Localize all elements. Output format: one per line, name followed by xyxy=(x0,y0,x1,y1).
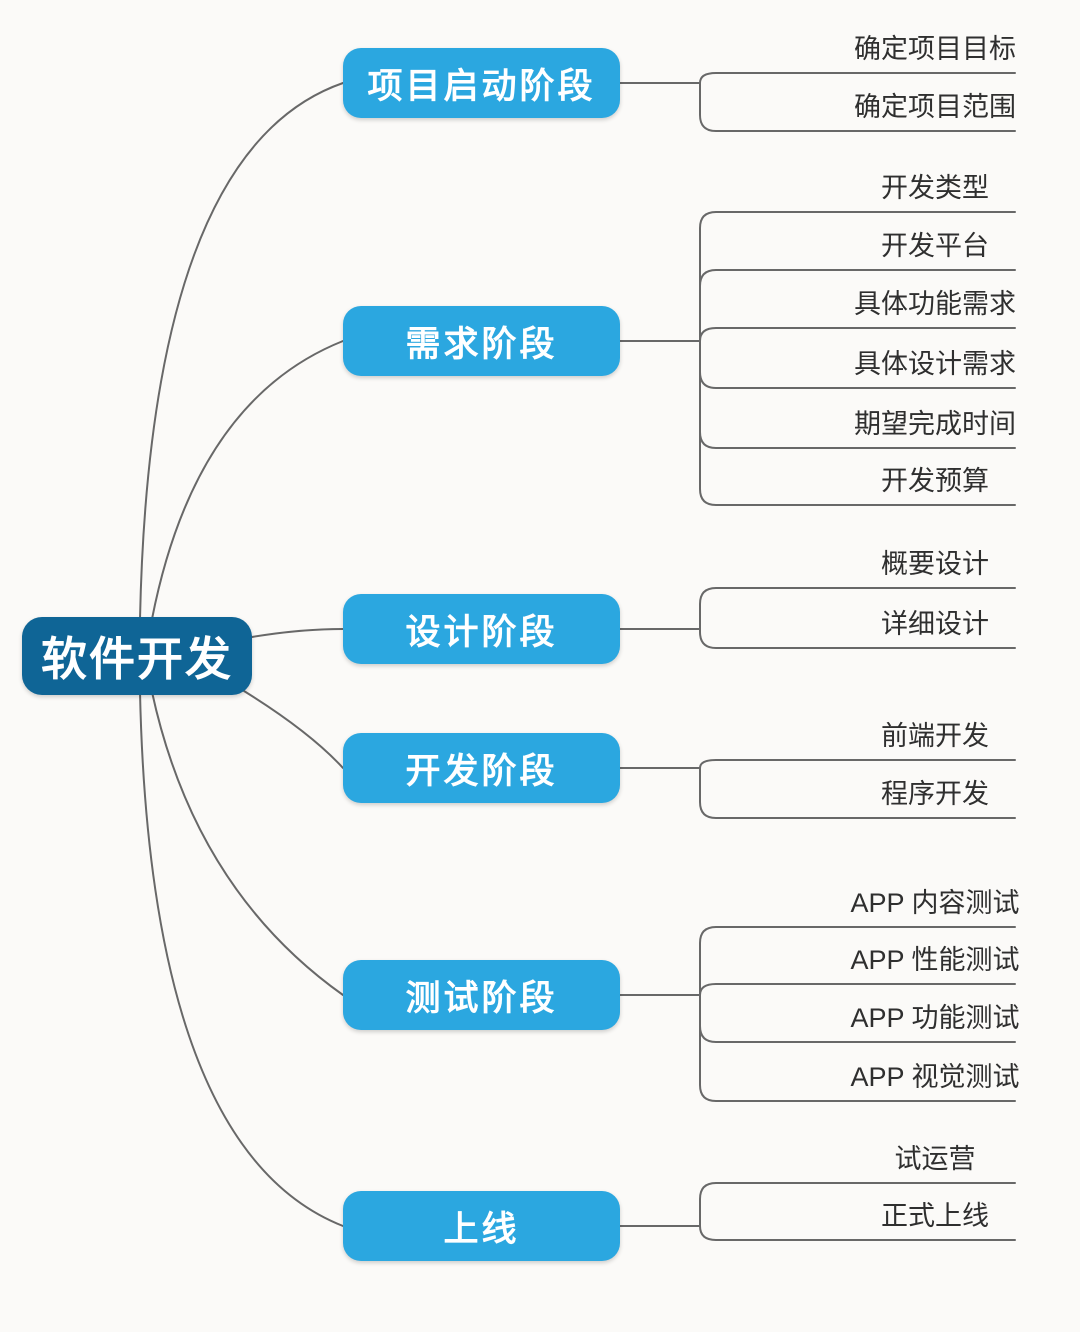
leaf-label[interactable]: 确定项目范围 xyxy=(854,92,1016,122)
branch-node[interactable]: 需求阶段 xyxy=(343,306,620,376)
branch-node[interactable]: 项目启动阶段 xyxy=(343,48,620,118)
leaf-label[interactable]: 期望完成时间 xyxy=(854,409,1016,439)
root-node[interactable]: 软件开发 xyxy=(22,617,252,695)
leaf-label[interactable]: 开发类型 xyxy=(881,173,989,203)
leaf-label[interactable]: 具体功能需求 xyxy=(854,289,1016,319)
leaf-label[interactable]: 正式上线 xyxy=(881,1201,989,1231)
leaf-label[interactable]: APP 内容测试 xyxy=(850,888,1020,918)
leaf-label[interactable]: APP 性能测试 xyxy=(850,945,1020,975)
leaf-label[interactable]: 具体设计需求 xyxy=(854,349,1016,379)
branch-node[interactable]: 测试阶段 xyxy=(343,960,620,1030)
leaf-label[interactable]: APP 功能测试 xyxy=(850,1003,1020,1033)
leaf-label[interactable]: 程序开发 xyxy=(881,779,989,809)
leaf-label[interactable]: 试运营 xyxy=(894,1144,976,1174)
branch-node[interactable]: 开发阶段 xyxy=(343,733,620,803)
leaf-label[interactable]: 开发平台 xyxy=(881,231,989,261)
branch-node[interactable]: 上线 xyxy=(343,1191,620,1261)
leaf-label[interactable]: 开发预算 xyxy=(881,466,989,496)
leaf-label[interactable]: 前端开发 xyxy=(881,721,989,751)
leaf-label[interactable]: 概要设计 xyxy=(881,549,989,579)
branch-node[interactable]: 设计阶段 xyxy=(343,594,620,664)
leaf-label[interactable]: 确定项目目标 xyxy=(854,34,1016,64)
leaf-label[interactable]: 详细设计 xyxy=(881,609,989,639)
leaf-label[interactable]: APP 视觉测试 xyxy=(850,1062,1020,1092)
